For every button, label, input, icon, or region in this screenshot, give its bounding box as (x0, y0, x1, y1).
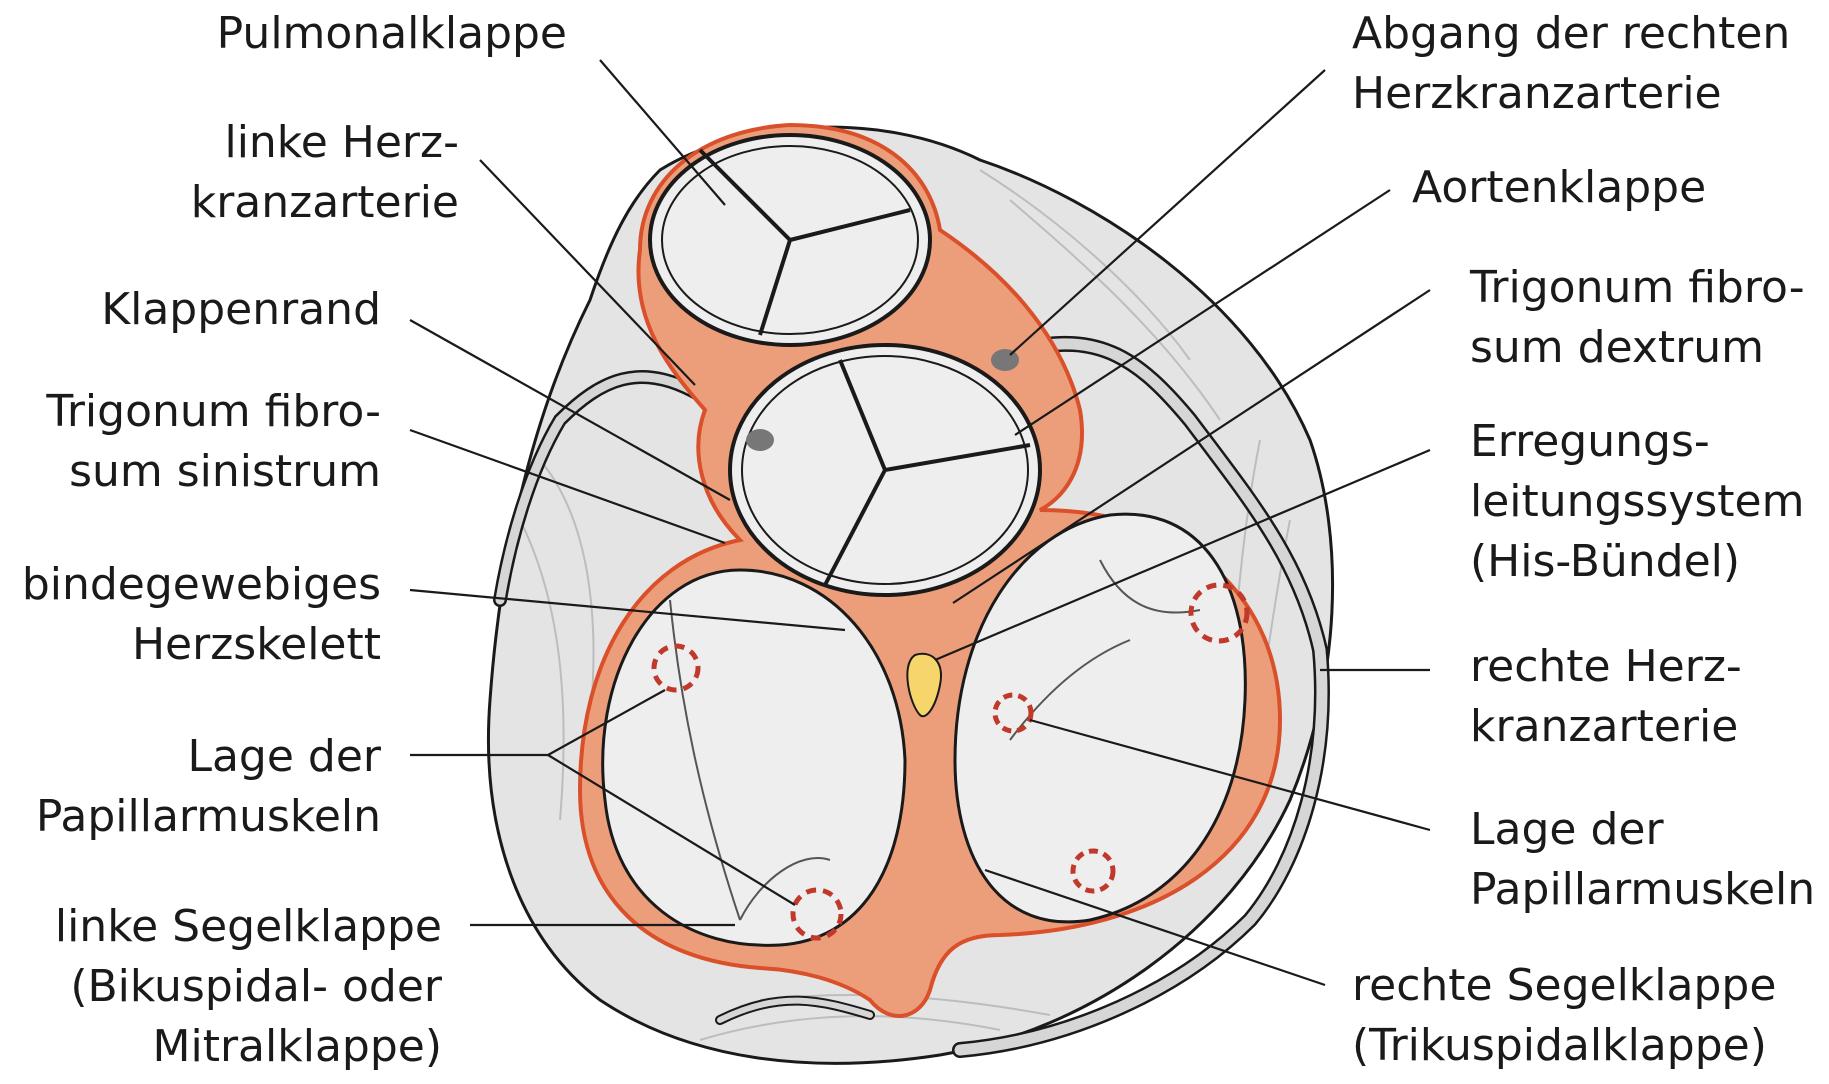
label-linke-herzkranzarterie: linke Herz- kranzarterie (191, 113, 459, 233)
coronary-ostium (746, 429, 774, 451)
label-trigonum-fibrosum-sinistrum: Trigonum fibro- sum sinistrum (46, 382, 381, 502)
label-lage-papillarmuskeln-rechts: Lage der Papillarmuskeln (1470, 800, 1815, 920)
label-abgang-rechte-herzkranzarterie: Abgang der rechten Herzkranzarterie (1352, 4, 1790, 124)
coronary-ostium (991, 349, 1019, 371)
label-erregungsleitungssystem: Erregungs- leitungssystem (His-Bündel) (1470, 412, 1804, 592)
label-rechte-segelklappe: rechte Segelklappe (Trikuspidalklappe) (1352, 956, 1776, 1076)
label-rechte-herzkranzarterie: rechte Herz- kranzarterie (1470, 637, 1742, 757)
label-aortenklappe: Aortenklappe (1412, 158, 1706, 218)
label-bindegewebiges-herzskelett: bindegewebiges Herzskelett (22, 555, 381, 675)
label-trigonum-fibrosum-dextrum: Trigonum fibro- sum dextrum (1470, 258, 1805, 378)
aortic-valve (730, 345, 1040, 595)
label-linke-segelklappe: linke Segelklappe (Bikuspidal- oder Mitr… (55, 897, 442, 1077)
label-klappenrand: Klappenrand (101, 280, 381, 340)
label-lage-papillarmuskeln-links: Lage der Papillarmuskeln (36, 727, 381, 847)
label-pulmonalklappe: Pulmonalklappe (217, 4, 567, 64)
